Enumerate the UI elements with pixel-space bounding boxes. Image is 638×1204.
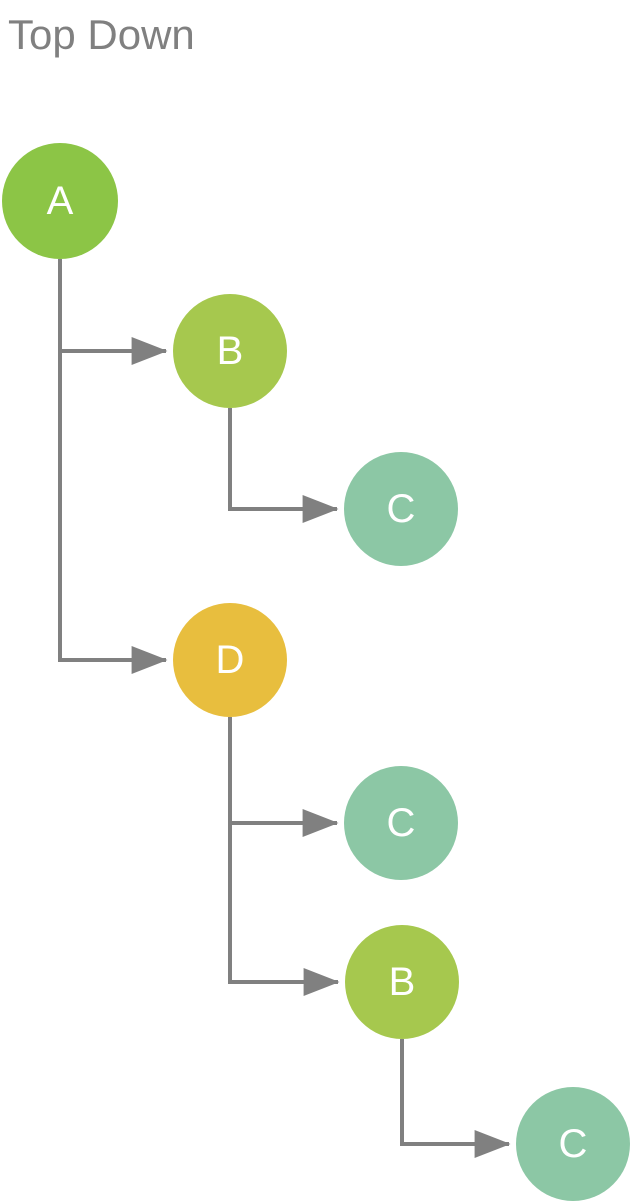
node-a[interactable]: A <box>2 143 118 259</box>
node-c-3[interactable]: C <box>516 1087 630 1201</box>
edge-d-to-b <box>228 717 340 996</box>
node-label: C <box>386 801 416 845</box>
node-c-1[interactable]: C <box>344 452 458 566</box>
node-d[interactable]: D <box>173 603 287 717</box>
node-c-2[interactable]: C <box>344 766 458 880</box>
node-label: A <box>46 179 74 223</box>
edge-b-to-c <box>228 408 339 523</box>
node-b-2[interactable]: B <box>345 925 459 1039</box>
node-label: B <box>388 960 416 1004</box>
node-b-1[interactable]: B <box>173 294 287 408</box>
node-label: B <box>216 329 244 373</box>
edge-b-to-c-bottom <box>400 1039 511 1158</box>
node-label: D <box>215 638 245 682</box>
edge-a-to-d <box>58 259 168 674</box>
page-title: Top Down <box>8 11 195 58</box>
node-label: C <box>386 487 416 531</box>
node-label: C <box>558 1122 588 1166</box>
